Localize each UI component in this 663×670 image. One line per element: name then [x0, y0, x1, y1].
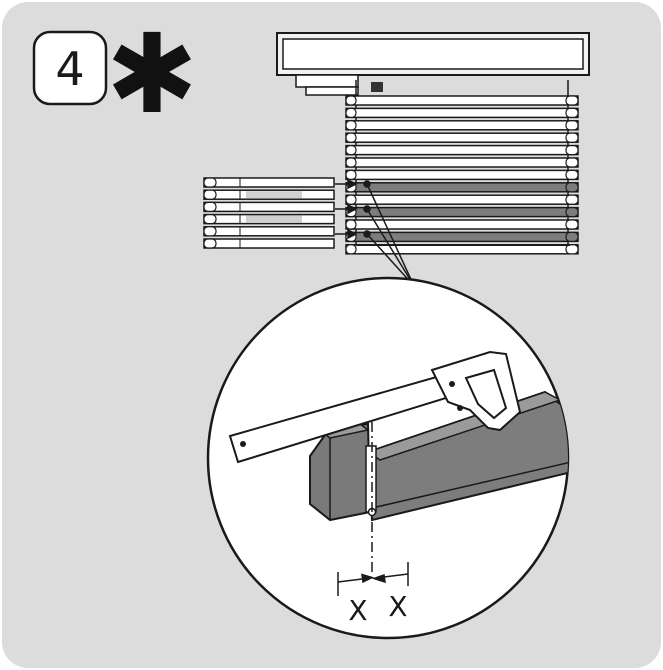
slat: [345, 182, 579, 193]
asterisk-icon: ✱: [106, 10, 198, 138]
removed-slat: [203, 213, 335, 225]
slat: [345, 169, 579, 181]
callout-lines: [363, 180, 415, 287]
slat: [345, 95, 579, 106]
blind-headrail-icon: [276, 32, 590, 96]
slat: [345, 132, 579, 143]
step-number-box: [32, 30, 108, 106]
slat: [345, 231, 579, 243]
step-number: 4: [55, 42, 84, 96]
removed-slat: [203, 238, 335, 249]
blind-slats: [345, 80, 579, 255]
slat: [345, 157, 579, 168]
measurement-dimension: [337, 562, 409, 596]
slat: [345, 219, 579, 230]
measurement-label-right: X: [388, 590, 407, 623]
slat: [345, 144, 579, 156]
measurement-label-left: X: [348, 594, 367, 627]
saw-icon: [228, 350, 522, 464]
step-badge: 4: [32, 30, 108, 106]
removed-slat: [203, 226, 335, 237]
removed-slat: [203, 189, 335, 200]
slat: [345, 194, 579, 205]
insert-arrows: [335, 178, 358, 240]
slat: [345, 107, 579, 119]
slat: [345, 120, 579, 131]
removed-slats: [203, 177, 335, 249]
removed-slat: [203, 177, 335, 188]
removed-slat: [203, 201, 335, 213]
